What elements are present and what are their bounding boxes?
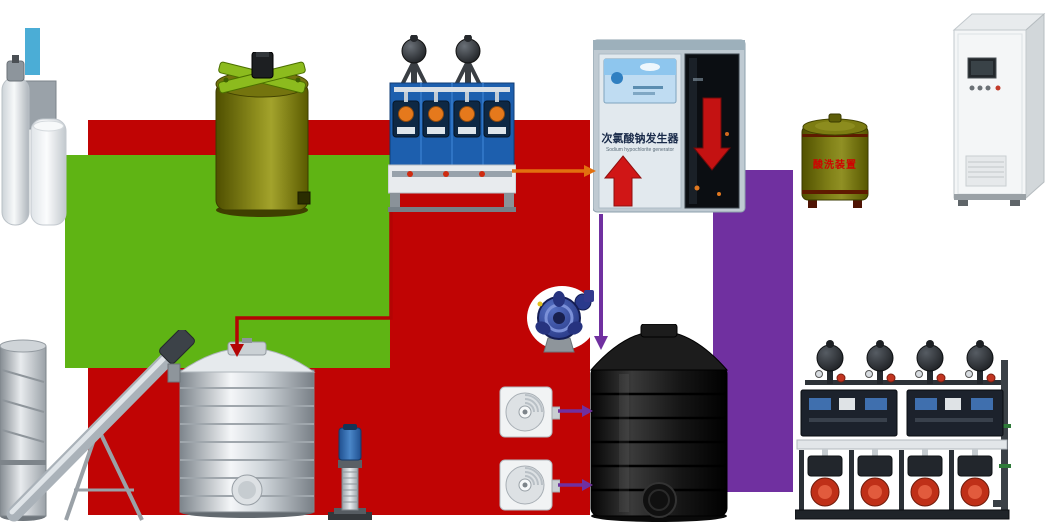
stainless-steel-tank-icon xyxy=(178,338,316,518)
chemical-mixing-tank-icon xyxy=(215,52,311,217)
blue-marker xyxy=(25,28,40,75)
pulsation-dampeners xyxy=(815,340,996,384)
dosing-pumps xyxy=(807,455,993,507)
black-storage-tank-icon xyxy=(589,324,729,522)
water-softener-icon xyxy=(1,55,67,226)
submersible-mixer-icon xyxy=(527,286,597,353)
metering-pumps xyxy=(392,92,511,138)
up-arrow-icon xyxy=(603,155,643,207)
acid-wash-label: 酸洗装置 xyxy=(813,158,857,171)
vertical-pump-icon xyxy=(328,424,372,520)
manway xyxy=(641,482,677,518)
dosing-pump-skid-icon xyxy=(388,35,516,212)
blower-top-icon xyxy=(499,386,560,438)
hmi-screen xyxy=(603,58,677,104)
sodium-hypochlorite-generator-icon: 次氯酸钠发生器 Sodium hypochlorite generator xyxy=(593,39,746,213)
electrical-control-cabinet-icon xyxy=(952,12,1046,206)
generator-title: 次氯酸钠发生器 xyxy=(602,131,680,145)
screw-conveyor-icon xyxy=(0,330,195,522)
agitator-motor xyxy=(251,52,274,79)
down-arrow-icon xyxy=(692,97,732,171)
acid-wash-tank-icon: 酸洗装置 xyxy=(801,113,869,208)
generator-subtitle: Sodium hypochlorite generator xyxy=(606,147,674,153)
conveyor-motor xyxy=(159,330,195,364)
metering-pump-skid-icon xyxy=(795,340,1011,520)
pulsation-dampeners xyxy=(400,35,482,86)
blower-bottom-icon xyxy=(499,459,560,511)
